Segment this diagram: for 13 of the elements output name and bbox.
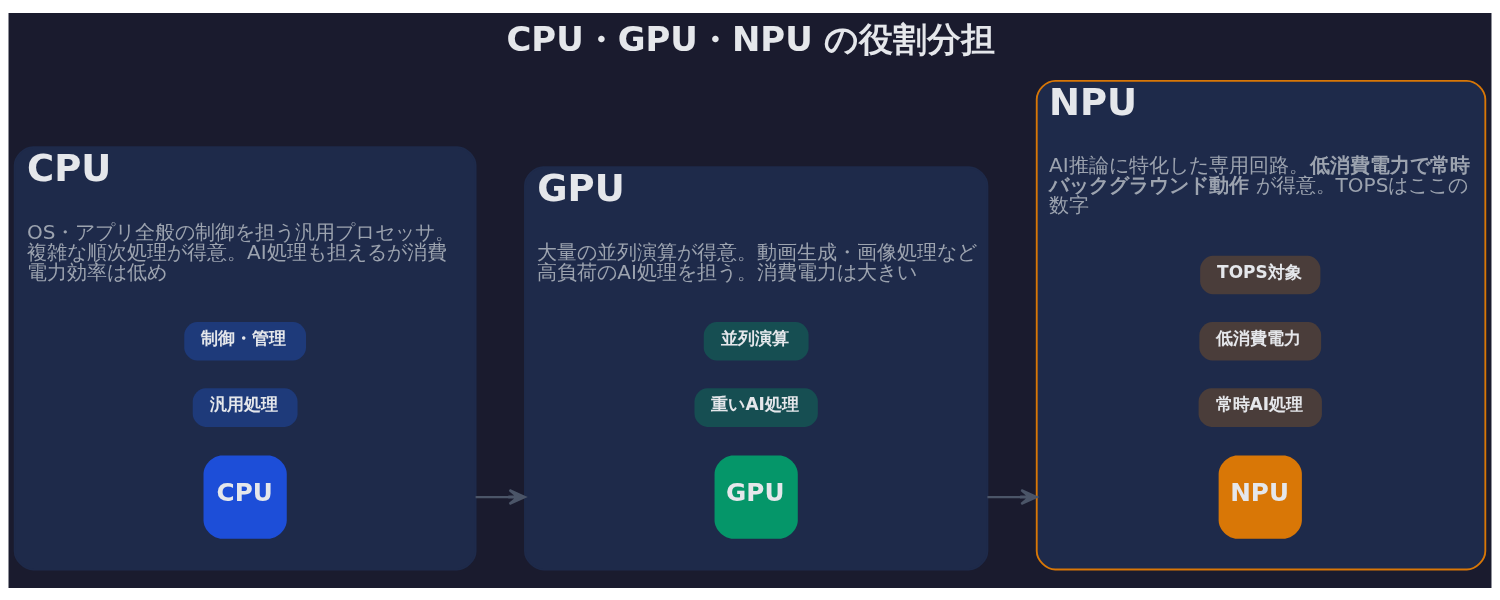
node-box: 常時AI処理 bbox=[1198, 387, 1322, 427]
arrow bbox=[987, 488, 1038, 505]
diagram-title: CPU・GPU・NPU の役割分担 bbox=[506, 19, 996, 59]
node-box: CPU bbox=[203, 454, 287, 539]
arrow bbox=[475, 488, 527, 505]
node-box: TOPS対象 bbox=[1200, 255, 1321, 294]
node-box: 制御・管理 bbox=[184, 321, 307, 361]
node-box: 重いAI処理 bbox=[694, 387, 818, 427]
node-box: NPU bbox=[1218, 454, 1302, 539]
node-box: 並列演算 bbox=[703, 321, 809, 361]
node-box: GPU bbox=[714, 454, 798, 539]
node-box: 低消費電力 bbox=[1199, 321, 1322, 361]
node-box: 汎用処理 bbox=[192, 387, 298, 427]
